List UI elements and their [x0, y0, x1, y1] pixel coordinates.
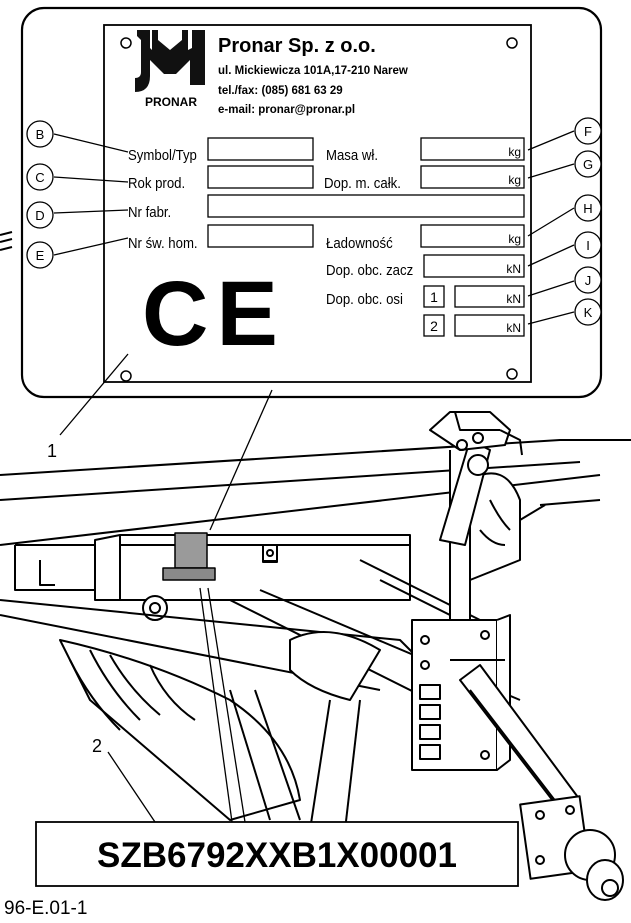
callout-k: K — [574, 298, 602, 326]
vin-number: SZB6792XXB1X00001 — [97, 836, 457, 875]
callout-d: D — [26, 201, 54, 229]
callout-j: J — [574, 266, 602, 294]
field-box-hitch-load — [423, 254, 525, 278]
unit-weight: kg — [508, 145, 521, 159]
field-label-symbol: Symbol/Typ — [128, 146, 197, 163]
field-box-total-mass — [420, 165, 525, 189]
callout-leaders — [53, 130, 575, 823]
callout-g: G — [574, 150, 602, 178]
mounting-hole — [506, 368, 518, 380]
field-label-payload: Ładowność — [326, 234, 393, 251]
callout-e: E — [26, 241, 54, 269]
field-box-year — [207, 165, 314, 189]
unit-axle-2: kN — [506, 321, 521, 335]
field-box-serial — [207, 194, 525, 218]
field-label-weight: Masa wł. — [326, 146, 378, 163]
field-label-year: Rok prod. — [128, 174, 185, 191]
callout-b: B — [26, 120, 54, 148]
axle-number-box-1 — [423, 285, 445, 308]
vin-plate: SZB6792XXB1X00001 — [35, 821, 519, 887]
unit-total-mass: kg — [508, 173, 521, 187]
svg-text:F: F — [584, 124, 592, 139]
field-label-serial: Nr fabr. — [128, 203, 171, 220]
field-label-hitch-load: Dop. obc. zacz — [326, 261, 413, 278]
trailer-frame-drawing — [0, 231, 631, 901]
unit-hitch-load: kN — [506, 262, 521, 276]
data-plate: PRONAR Pronar Sp. z o.o. ul. Mickiewicza… — [20, 6, 603, 399]
company-phone: tel./fax: (085) 681 63 29 — [218, 85, 343, 97]
callout-h: H — [574, 194, 602, 222]
axle-number-2: 2 — [430, 318, 438, 334]
callout-i: I — [574, 231, 602, 259]
pronar-logo: PRONAR — [135, 30, 205, 109]
svg-text:D: D — [35, 208, 44, 223]
mounting-hole — [120, 37, 132, 49]
company-address: ul. Mickiewicza 101A,17-210 Narew — [218, 65, 408, 77]
svg-text:G: G — [583, 157, 593, 172]
callout-c: C — [26, 163, 54, 191]
axle-number-box-2 — [423, 314, 445, 337]
field-box-payload — [420, 224, 525, 248]
svg-text:H: H — [583, 201, 592, 216]
callout-number-2: 2 — [92, 736, 102, 756]
field-box-homologation — [207, 224, 314, 248]
field-box-axle-1 — [454, 285, 525, 308]
company-name: Pronar Sp. z o.o. — [218, 35, 376, 57]
field-box-axle-2 — [454, 314, 525, 337]
mounting-hole — [506, 37, 518, 49]
svg-text:C: C — [35, 170, 44, 185]
svg-text:B: B — [36, 127, 45, 142]
svg-text:E: E — [36, 248, 45, 263]
ce-mark: CE — [142, 263, 286, 365]
svg-text:J: J — [585, 273, 592, 288]
field-box-symbol — [207, 137, 314, 161]
company-email: e-mail: pronar@pronar.pl — [218, 104, 355, 116]
figure-id: 96-E.01-1 — [4, 898, 87, 919]
field-label-axle-load: Dop. obc. osi — [326, 290, 403, 307]
unit-payload: kg — [508, 232, 521, 246]
field-label-total-mass: Dop. m. całk. — [324, 174, 401, 191]
axle-number-1: 1 — [430, 289, 438, 305]
field-label-homologation: Nr św. hom. — [128, 234, 198, 251]
mounting-hole — [120, 370, 132, 382]
svg-text:I: I — [586, 238, 590, 253]
field-box-weight — [420, 137, 525, 161]
callout-number-1: 1 — [47, 441, 57, 461]
callout-f: F — [574, 117, 602, 145]
logo-text: PRONAR — [145, 95, 197, 109]
svg-text:K: K — [584, 305, 593, 320]
unit-axle-1: kN — [506, 292, 521, 306]
